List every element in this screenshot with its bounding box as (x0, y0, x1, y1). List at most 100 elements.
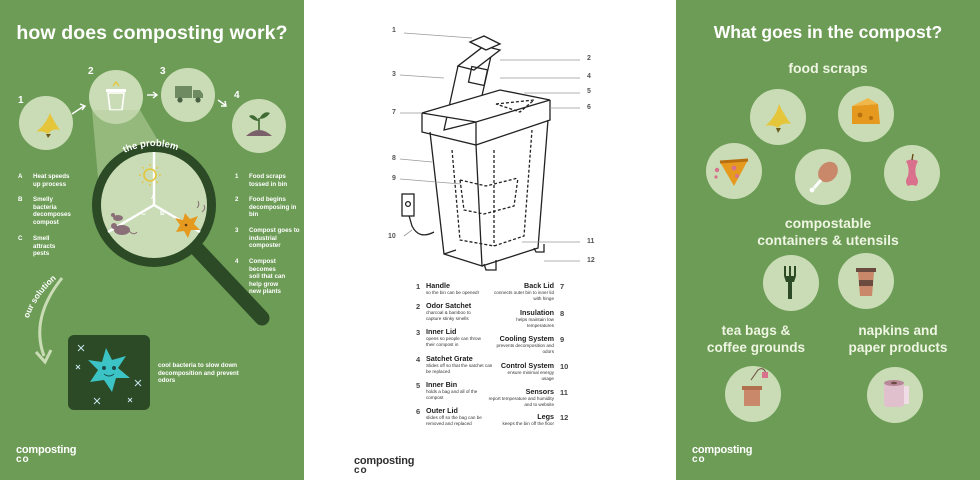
part-name: Insulation (520, 308, 554, 317)
bin-exploded-diagram (399, 32, 580, 271)
panel1-graphics: the problem our solution (19, 68, 286, 410)
diagram-number-1: 1 (392, 27, 396, 34)
fork-icon (784, 266, 796, 299)
part-desc: slides off so the bag can be removed and… (426, 415, 482, 426)
truck-icon (175, 86, 203, 103)
diagram-number-6: 6 (587, 104, 591, 111)
part-number: 2 (416, 302, 421, 311)
apple-core-icon (906, 153, 918, 186)
panel-how-composting-works: the problem our solution how does compos… (0, 0, 304, 480)
coffee-cup-icon (856, 268, 876, 296)
panel3-graphics (706, 86, 940, 423)
pizza-slice-icon (714, 158, 749, 186)
part-number: 4 (416, 355, 421, 364)
chicken-leg-icon (809, 161, 838, 193)
compost-title: What goes in the compost? (713, 22, 943, 42)
problem-a-letter: A (18, 173, 23, 180)
svg-text:our solution: our solution (21, 273, 58, 319)
diagram-number-11: 11 (587, 238, 595, 245)
diagram-number-9: 9 (392, 175, 396, 182)
part-number: 12 (560, 413, 569, 422)
leader-lines (399, 32, 580, 262)
step2-number: 2 (88, 66, 94, 77)
step4-list-number: 4 (235, 258, 239, 265)
problem-b-text: Smelly bacteria decomposes compost (33, 196, 71, 226)
snowflake-icons (75, 344, 142, 405)
step1-number: 1 (18, 95, 24, 106)
sprout-icon (246, 112, 272, 136)
part-desc: opens so people can throw their compost … (426, 336, 481, 347)
part-name: Satchet Grate (426, 354, 473, 363)
part-desc: holds a bag and all of the compost (426, 389, 478, 400)
diagram-number-8: 8 (392, 155, 396, 162)
diagram-number-3: 3 (392, 71, 396, 78)
solution-arrow (38, 277, 64, 357)
part-desc: connects outer bin to inner lid with hin… (493, 290, 554, 301)
diagram-number-5: 5 (587, 88, 591, 95)
step1-text: Food scraps tossed in bin (249, 173, 288, 188)
mouse-pest-icon (111, 213, 138, 235)
sector-letter-b: B (160, 210, 165, 217)
page-title: how does composting work? (16, 22, 288, 44)
part-name: Inner Lid (426, 327, 457, 336)
part-number: 9 (560, 335, 565, 344)
part-number: 10 (560, 362, 569, 371)
part-desc: report temperature and humidity and to w… (488, 396, 554, 407)
diagram-number-4: 4 (587, 73, 591, 80)
part-number: 3 (416, 328, 421, 337)
sector-letter-a: A (151, 194, 156, 201)
step4-text: Compost becomes soil that can help grow … (249, 258, 286, 296)
paper-towel-icon (884, 380, 909, 407)
problem-a-text: Heat speeds up process (33, 173, 70, 188)
panel-bin-parts: 1 2 3 4 5 6 7 8 9 10 11 12 1 Handle so t… (304, 0, 676, 480)
part-number: 7 (560, 282, 565, 291)
part-name: Odor Satchet (426, 301, 472, 310)
step4-number: 4 (234, 90, 240, 101)
part-desc: Slides off so that the satchet can be re… (426, 363, 493, 374)
part-name: Sensors (525, 387, 554, 396)
magnifier: the problem (92, 138, 270, 326)
diagram-number-7: 7 (392, 109, 396, 116)
brand-logo: composting co (16, 444, 77, 465)
part-name: Legs (537, 412, 554, 421)
part-number: 8 (560, 309, 565, 318)
brand-logo: composting co (354, 455, 415, 476)
diagram-number-2: 2 (587, 55, 591, 62)
problem-c-letter: C (18, 235, 23, 242)
sector-letter-c: C (141, 210, 146, 217)
diagram-number-10: 10 (388, 233, 396, 240)
diagram-number-12: 12 (587, 257, 595, 264)
tea-bag-icon (742, 368, 768, 406)
part-desc: prevents decomposition and odors (496, 343, 554, 354)
solution-text: cool bacteria to slow down decomposition… (158, 362, 239, 385)
cool-bacteria-icon (88, 348, 130, 392)
category-containers: compostable containers & utensils (757, 215, 899, 248)
panel-what-goes-in-compost: What goes in the compost? food scraps co… (676, 0, 980, 480)
step2-text: Food begins decomposing in bin (249, 196, 297, 219)
brand-logo: composting co (692, 444, 753, 465)
category-food-scraps: food scraps (788, 60, 868, 76)
part-desc: ensure minimal energy usage (507, 370, 554, 381)
solution-label: our solution (21, 273, 58, 319)
part-name: Outer Lid (426, 406, 458, 415)
part-number: 1 (416, 282, 421, 291)
part-number: 11 (560, 388, 568, 397)
part-name: Back Lid (524, 281, 554, 290)
part-desc: so the bin can be opened! (426, 290, 479, 295)
step3-list-number: 3 (235, 227, 239, 234)
sun-icon (139, 164, 161, 186)
bin-line-drawing (401, 35, 551, 271)
problem-b-letter: B (18, 196, 23, 203)
part-desc: helps maintain low temperatures (516, 317, 554, 328)
step3-number: 3 (160, 66, 166, 77)
step2-list-number: 2 (235, 196, 239, 203)
part-name: Handle (426, 281, 450, 290)
step-arrows (71, 91, 227, 115)
part-name: Control System (500, 361, 554, 370)
category-tea-coffee: tea bags & coffee grounds (706, 323, 806, 355)
banana-peel-icon (36, 113, 60, 138)
cheese-icon (852, 98, 880, 124)
part-desc: charcoal & bamboo to capture stinky smel… (426, 310, 471, 321)
step1-list-number: 1 (235, 173, 239, 180)
